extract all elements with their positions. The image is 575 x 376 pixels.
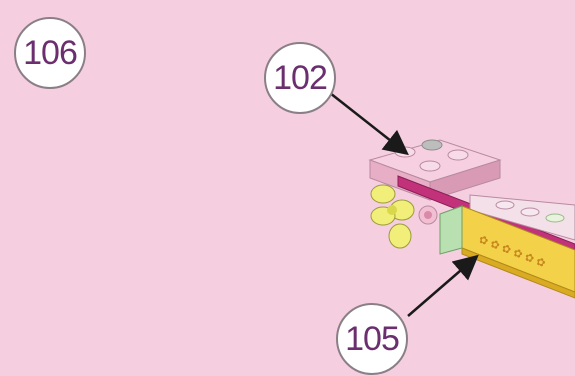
part-callout-102: 102 <box>264 42 336 114</box>
light-plate-piece <box>469 194 575 241</box>
mint-end-piece <box>439 205 463 255</box>
part-callout-105: 105 <box>336 303 408 375</box>
yellow-tile-piece: ✿ ✿ ✿ ✿ ✿ ✿ <box>461 205 575 299</box>
arrow-102 <box>329 92 409 156</box>
flower-pieces <box>370 184 438 249</box>
arrow-105 <box>407 254 479 317</box>
part-callout-106: 106 <box>14 17 86 89</box>
